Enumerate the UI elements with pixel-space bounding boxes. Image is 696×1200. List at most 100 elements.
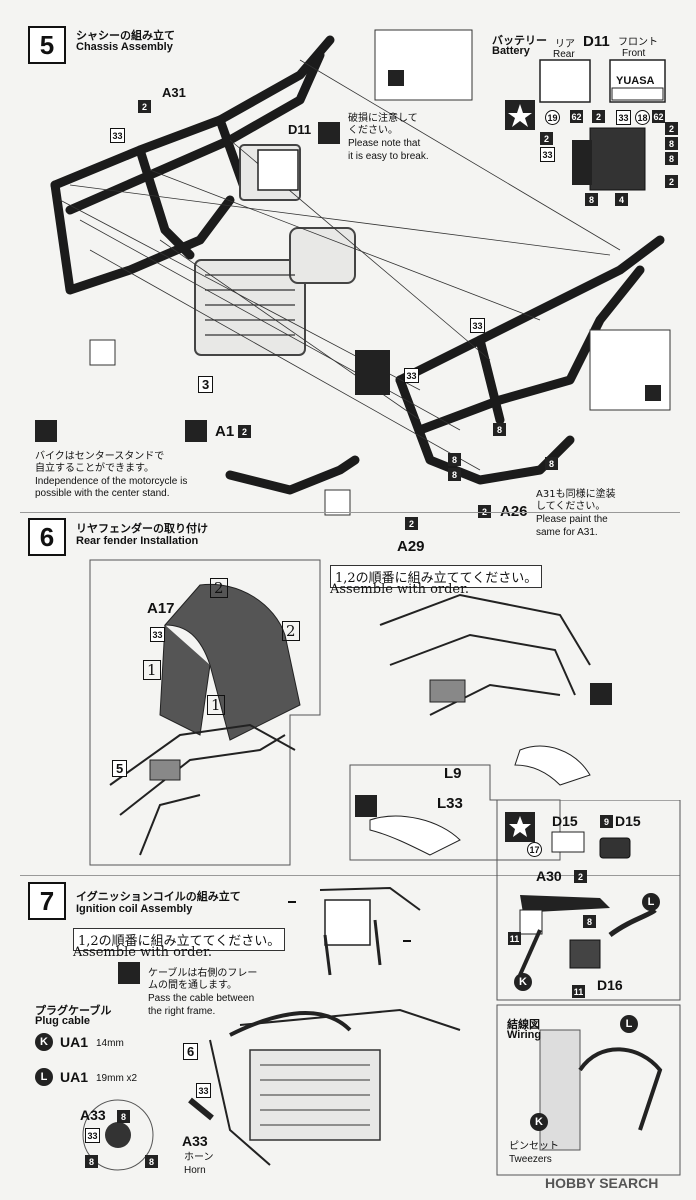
cable-l-length: 19mm x2 — [96, 1073, 138, 1084]
label-d15: D15 — [552, 813, 578, 829]
order-2-a: 2 — [210, 578, 228, 598]
badge-2-a29: 2 — [405, 517, 418, 530]
paint-note-en1: Please paint the — [536, 514, 608, 525]
cable-k-ua1: UA1 — [60, 1034, 89, 1050]
battery-8c: 8 — [585, 193, 598, 206]
horn-jp: ホーン — [184, 1152, 214, 1163]
battery-8b: 8 — [665, 152, 678, 165]
wiring-en: Wiring — [507, 1029, 542, 1041]
battery-62: 62 — [570, 110, 583, 123]
front-label-en: Front — [622, 48, 646, 59]
label-a26: A26 — [500, 503, 528, 520]
badge-2: 2 — [138, 100, 151, 113]
label-6: 6 — [183, 1043, 199, 1060]
cable-note-en2: the right frame. — [148, 1006, 216, 1017]
battery-2: 2 — [592, 110, 605, 123]
note-break-en1: Please note that — [348, 138, 421, 149]
battery-label-en: Battery — [492, 45, 530, 57]
step-7-title-jp: イグニッションコイルの組み立て — [76, 890, 241, 903]
badge-8-a33a: 8 — [117, 1110, 130, 1123]
badge-8-d16: 8 — [583, 915, 596, 928]
label-5: 5 — [112, 760, 128, 777]
yuasa-logo: YUASA — [616, 75, 655, 87]
front-label-jp: フロント — [618, 37, 658, 48]
paint-note-en2: same for A31. — [536, 527, 598, 538]
badge-8d: 8 — [448, 468, 461, 481]
step-6-order-en: Assemble with order. — [330, 582, 470, 597]
label-a30: A30 — [536, 868, 562, 884]
label-a17: A17 — [147, 600, 175, 617]
badge-11a: 11 — [508, 932, 521, 945]
badge-8b: 8 — [545, 457, 558, 470]
badge-33: 33 — [110, 128, 125, 143]
battery-2c: 2 — [665, 122, 678, 135]
stand-note-jp1: バイクはセンタースタンドで — [35, 451, 165, 462]
step-6-title-en: Rear fender Installation — [76, 535, 199, 547]
cable-l-ua1: UA1 — [60, 1069, 89, 1085]
label-l33: L33 — [437, 795, 463, 812]
badge-33-a17: 33 — [150, 627, 165, 642]
ignition-coil-illustration — [82, 800, 681, 1176]
step-6-title-jp: リヤフェンダーの取り付け — [76, 522, 208, 535]
step-5-title-jp: シャシーの組み立て — [76, 29, 175, 42]
label-d11: D11 — [288, 122, 312, 137]
badge-2-a26: 2 — [478, 505, 491, 518]
badge-33-horn: 33 — [196, 1083, 211, 1098]
badge-33-a33: 33 — [85, 1128, 100, 1143]
step-5-title-en: Chassis Assembly — [76, 41, 173, 53]
badge-8a: 8 — [493, 423, 506, 436]
stand-note-en2: possible with the center stand. — [35, 488, 170, 499]
step-7-order-en: Assemble with order. — [73, 945, 213, 960]
step-5-number: 5 — [28, 26, 66, 64]
label-a29: A29 — [397, 538, 425, 555]
stand-note-en1: Independence of the motorcycle is — [35, 476, 188, 487]
cable-k-icon: K — [35, 1033, 53, 1051]
badge-8-a33b: 8 — [85, 1155, 98, 1168]
battery-2d: 2 — [665, 175, 678, 188]
tweezers-jp: ピンセット — [509, 1141, 559, 1152]
note-break-en2: it is easy to break. — [348, 151, 429, 162]
badge-17: 17 — [527, 842, 542, 857]
order-1-a: 1 — [143, 660, 161, 680]
rear-fender-illustration — [89, 559, 612, 866]
order-2-c — [403, 940, 411, 942]
plug-cable-en: Plug cable — [35, 1015, 91, 1027]
step-6-number: 6 — [28, 518, 66, 556]
rear-label-jp: リア — [555, 39, 575, 50]
battery-33b: 33 — [540, 147, 555, 162]
wiring-l-icon: L — [620, 1015, 638, 1033]
order-2-b: 2 — [282, 621, 300, 641]
badge-9: 9 — [600, 815, 613, 828]
battery-d11: D11 — [583, 33, 610, 50]
battery-19: 19 — [545, 110, 560, 125]
divider-6-7 — [20, 875, 680, 876]
paint-note-jp1: A31も同様に塗装 — [536, 489, 616, 500]
badge-11b: 11 — [572, 985, 585, 998]
step-7-title-en: Ignition coil Assembly — [76, 903, 193, 915]
cable-note-en1: Pass the cable between — [148, 993, 255, 1004]
badge-2-a30: 2 — [574, 870, 587, 883]
step-6-order-jp: 1,2の順番に組み立ててください。 — [330, 565, 543, 588]
label-d15b: D15 — [615, 813, 641, 829]
badge-33b: 33 — [470, 318, 485, 333]
label-a1: A1 — [215, 423, 235, 440]
rear-label-en: Rear — [553, 49, 575, 60]
battery-18: 18 — [635, 110, 650, 125]
wire-k-icon: K — [514, 973, 532, 991]
note-break-jp2: ください。 — [348, 125, 398, 136]
battery-4: 4 — [615, 193, 628, 206]
step-7-number: 7 — [28, 882, 66, 920]
label-l9: L9 — [444, 765, 462, 782]
step-7-order-jp: 1,2の順番に組み立ててください。 — [73, 928, 286, 951]
battery-label-jp: バッテリー — [492, 34, 547, 47]
badge-8-a33c: 8 — [145, 1155, 158, 1168]
battery-8a: 8 — [665, 137, 678, 150]
watermark: HOBBY SEARCH — [545, 1175, 659, 1191]
stand-note-jp2: 自立することができます。 — [35, 463, 154, 474]
wiring-jp: 結線図 — [507, 1018, 540, 1031]
cable-k-length: 14mm — [96, 1038, 124, 1049]
label-3: 3 — [198, 376, 214, 393]
wiring-k-icon: K — [530, 1113, 548, 1131]
order-1-b: 1 — [207, 695, 225, 715]
tweezers-en: Tweezers — [509, 1154, 552, 1165]
